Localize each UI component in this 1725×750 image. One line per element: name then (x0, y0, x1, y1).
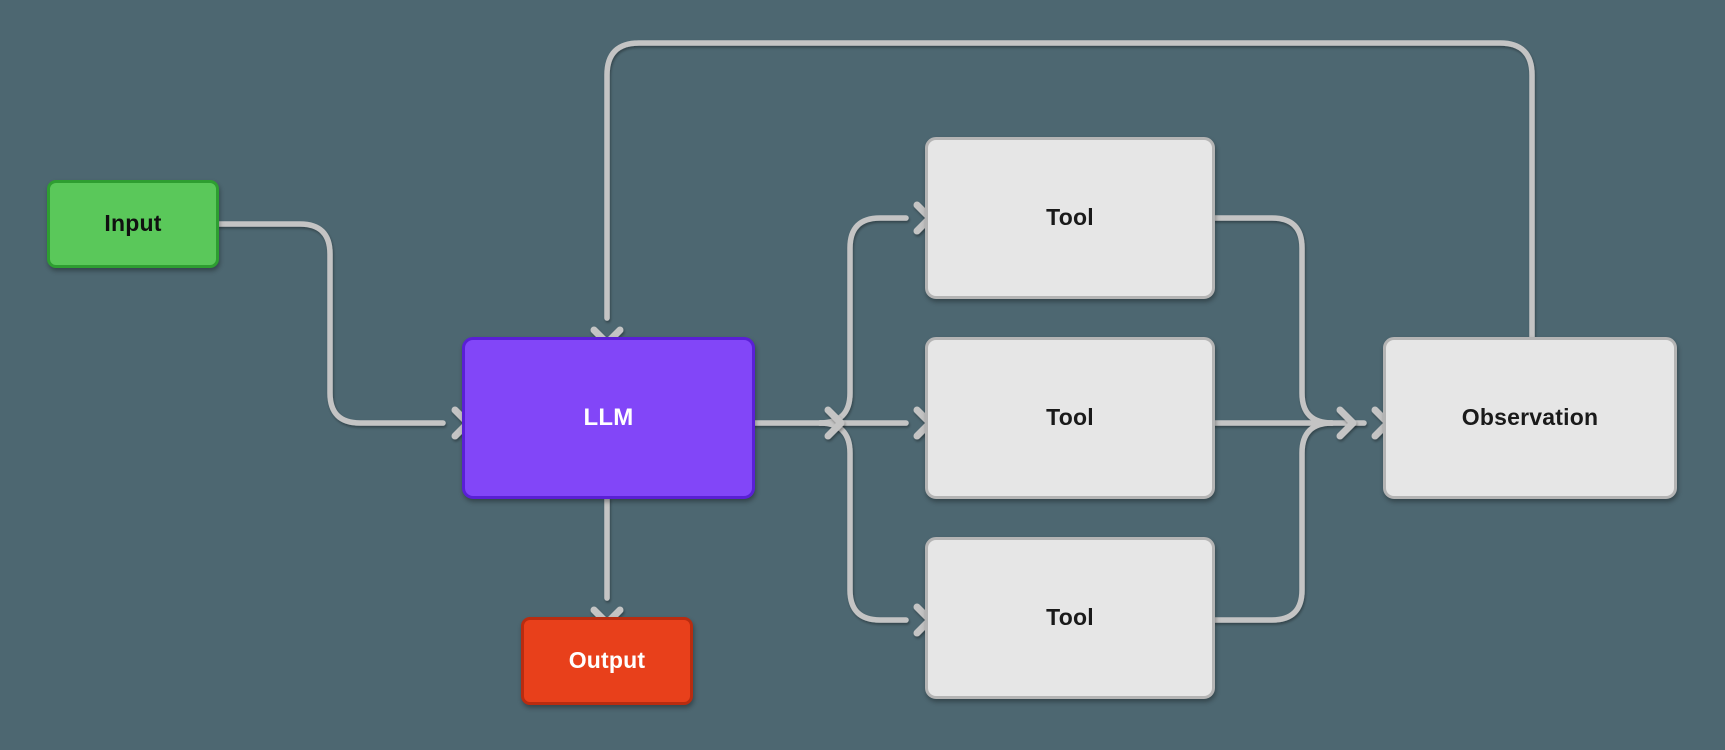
edge-tool-1-to-observation (1212, 215, 1335, 426)
node-llm-label: LLM (583, 403, 634, 431)
edge-tool-3-to-observation (1212, 420, 1335, 623)
node-tool-2-label: Tool (1046, 404, 1094, 431)
node-tool-2[interactable]: Tool (925, 337, 1215, 499)
node-output-label: Output (568, 647, 646, 674)
edge-input-to-llm (216, 221, 446, 426)
node-tool-1[interactable]: Tool (925, 137, 1215, 299)
node-tool-1-label: Tool (1046, 204, 1094, 231)
node-input-label: Input (104, 210, 162, 237)
node-output[interactable]: Output (521, 617, 693, 705)
edge-llm-to-tool-1 (817, 215, 909, 426)
node-tool-3-label: Tool (1046, 604, 1094, 631)
edge-observation-to-llm-loop (604, 40, 1535, 340)
node-input[interactable]: Input (47, 180, 219, 268)
node-observation-label: Observation (1461, 404, 1599, 431)
node-observation[interactable]: Observation (1383, 337, 1677, 499)
node-llm[interactable]: LLM (462, 337, 755, 499)
edge-llm-to-tool-3 (817, 420, 909, 623)
node-tool-3[interactable]: Tool (925, 537, 1215, 699)
